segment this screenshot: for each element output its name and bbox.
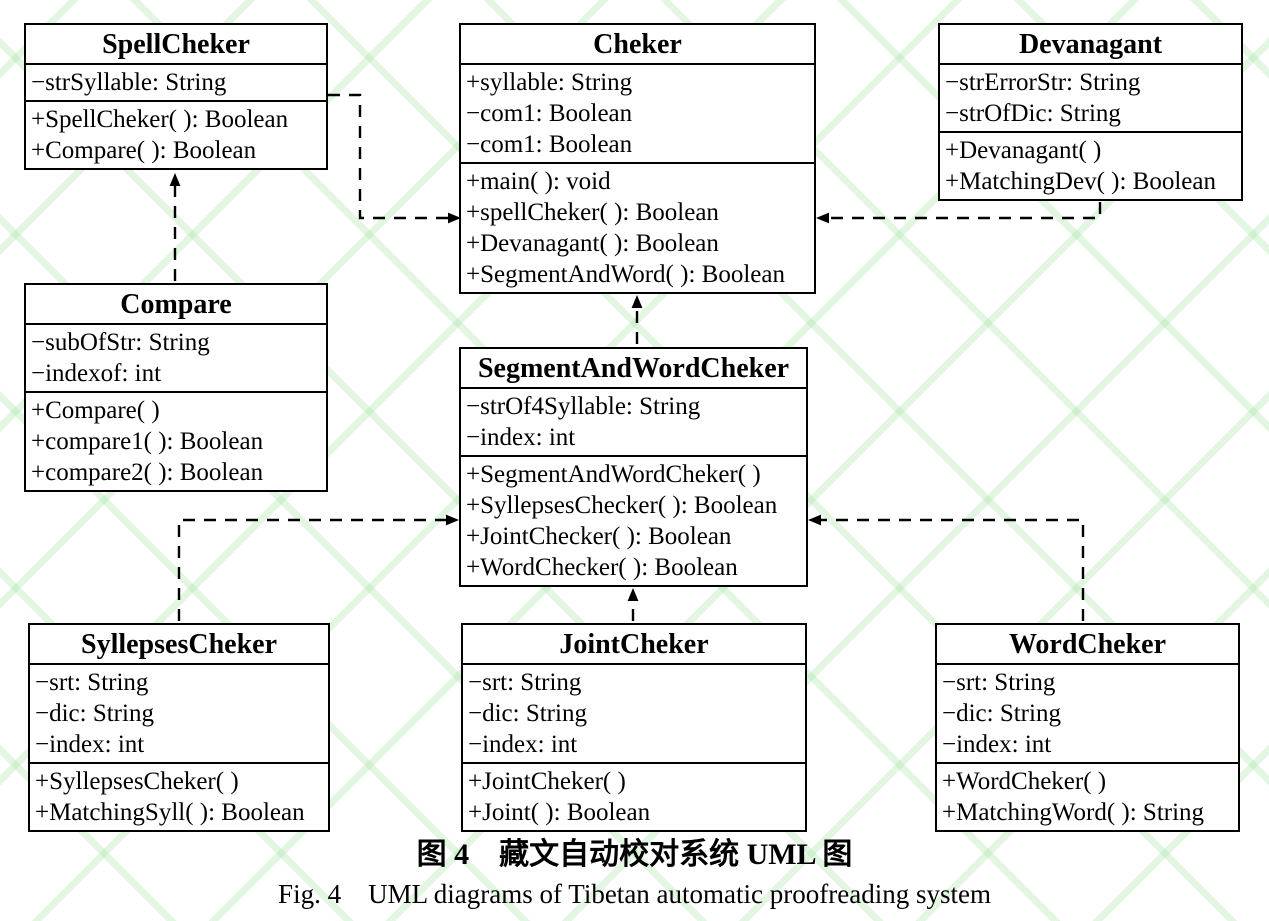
attribute: −strSyllable: String xyxy=(31,69,227,96)
method: +compare1( ): Boolean xyxy=(31,428,264,455)
method: +main( ): void xyxy=(466,168,611,195)
attribute: −index: int xyxy=(35,731,145,758)
method: +WordCheker( ) xyxy=(942,768,1107,795)
method: +SpellCheker( ): Boolean xyxy=(31,106,289,133)
attribute: −srt: String xyxy=(942,669,1056,696)
attribute: −com1: Boolean xyxy=(466,131,633,158)
attribute: −indexof: int xyxy=(31,360,162,387)
attribute: −subOfStr: String xyxy=(31,329,210,356)
class-title: WordCheker xyxy=(937,625,1238,665)
attributes-section: −subOfStr: String −indexof: int xyxy=(26,325,326,393)
class-title: JointCheker xyxy=(463,625,805,665)
attribute: −dic: String xyxy=(35,700,154,727)
attribute: +syllable: String xyxy=(466,69,633,96)
class-box-cheker: Cheker +syllable: String −com1: Boolean … xyxy=(459,23,816,294)
class-box-devanagant: Devanagant −strErrorStr: String −strOfDi… xyxy=(938,23,1243,201)
class-box-jointcheker: JointCheker −srt: String −dic: String −i… xyxy=(461,623,807,832)
methods-section: +Devanagant( ) +MatchingDev( ): Boolean xyxy=(940,133,1241,199)
method: +Joint( ): Boolean xyxy=(468,799,651,826)
class-title: Compare xyxy=(26,285,326,325)
attributes-section: +syllable: String −com1: Boolean −com1: … xyxy=(461,65,814,164)
attribute: −index: int xyxy=(466,424,576,451)
figure-caption-english: Fig. 4 UML diagrams of Tibetan automatic… xyxy=(278,879,991,909)
attribute: −index: int xyxy=(942,731,1052,758)
method: +SegmentAndWordCheker( ) xyxy=(466,461,761,488)
attribute: −strOfDic: String xyxy=(945,100,1121,127)
method: +MatchingDev( ): Boolean xyxy=(945,168,1216,195)
attribute: −strOf4Syllable: String xyxy=(466,393,701,420)
attribute: −dic: String xyxy=(942,700,1061,727)
methods-section: +main( ): void +spellCheker( ): Boolean … xyxy=(461,164,814,292)
attributes-section: −srt: String −dic: String −index: int xyxy=(937,665,1238,764)
methods-section: +JointCheker( ) +Joint( ): Boolean xyxy=(463,764,805,830)
attributes-section: −strSyllable: String xyxy=(26,65,326,102)
method: +WordChecker( ): Boolean xyxy=(466,554,738,581)
class-title: SegmentAndWordCheker xyxy=(461,349,806,389)
methods-section: +SpellCheker( ): Boolean +Compare( ): Bo… xyxy=(26,102,326,168)
method: +Devanagant( ): Boolean xyxy=(466,230,719,257)
class-title: Devanagant xyxy=(940,25,1241,65)
attributes-section: −strErrorStr: String −strOfDic: String xyxy=(940,65,1241,133)
dependency-arrow-spellcheker-to-cheker xyxy=(328,93,461,224)
figure-caption-chinese: 图 4 藏文自动校对系统 UML 图 xyxy=(416,838,853,871)
attributes-section: −srt: String −dic: String −index: int xyxy=(463,665,805,764)
class-title: SyllepsesCheker xyxy=(30,625,328,665)
attribute: −srt: String xyxy=(35,669,149,696)
method: +MatchingWord( ): String xyxy=(942,799,1205,826)
attributes-section: −srt: String −dic: String −index: int xyxy=(30,665,328,764)
class-box-compare: Compare −subOfStr: String −indexof: int … xyxy=(24,283,328,492)
attribute: −index: int xyxy=(468,731,578,758)
dependency-arrow-devanagant-to-cheker xyxy=(816,202,1102,224)
method: +spellCheker( ): Boolean xyxy=(466,199,719,226)
dependency-arrow-syllepsescheker-to-segmentandwordcheker xyxy=(177,514,459,621)
methods-section: +WordCheker( ) +MatchingWord( ): String xyxy=(937,764,1238,830)
attribute: −dic: String xyxy=(468,700,587,727)
class-box-syllepsescheker: SyllepsesCheker −srt: String −dic: Strin… xyxy=(28,623,330,832)
method: +Devanagant( ) xyxy=(945,137,1102,164)
method: +SyllepsesChecker( ): Boolean xyxy=(466,492,778,519)
attributes-section: −strOf4Syllable: String −index: int xyxy=(461,389,806,457)
method: +compare2( ): Boolean xyxy=(31,459,264,486)
method: +JointChecker( ): Boolean xyxy=(466,523,732,550)
dependency-arrow-wordcheker-to-segmentandwordcheker xyxy=(808,514,1085,621)
class-box-spellcheker: SpellCheker −strSyllable: String +SpellC… xyxy=(24,23,328,170)
class-title: Cheker xyxy=(461,25,814,65)
methods-section: +Compare( ) +compare1( ): Boolean +compa… xyxy=(26,393,326,490)
attribute: −srt: String xyxy=(468,669,582,696)
method: +SyllepsesCheker( ) xyxy=(35,768,239,795)
method: +Compare( ): Boolean xyxy=(31,137,257,164)
method: +Compare( ) xyxy=(31,397,160,424)
attribute: −strErrorStr: String xyxy=(945,69,1141,96)
method: +SegmentAndWord( ): Boolean xyxy=(466,261,785,288)
methods-section: +SyllepsesCheker( ) +MatchingSyll( ): Bo… xyxy=(30,764,328,830)
class-title: SpellCheker xyxy=(26,25,326,65)
attribute: −com1: Boolean xyxy=(466,100,633,127)
method: +JointCheker( ) xyxy=(468,768,626,795)
methods-section: +SegmentAndWordCheker( ) +SyllepsesCheck… xyxy=(461,457,806,585)
class-box-segmentandwordcheker: SegmentAndWordCheker −strOf4Syllable: St… xyxy=(459,347,808,587)
class-box-wordcheker: WordCheker −srt: String −dic: String −in… xyxy=(935,623,1240,832)
method: +MatchingSyll( ): Boolean xyxy=(35,799,305,826)
